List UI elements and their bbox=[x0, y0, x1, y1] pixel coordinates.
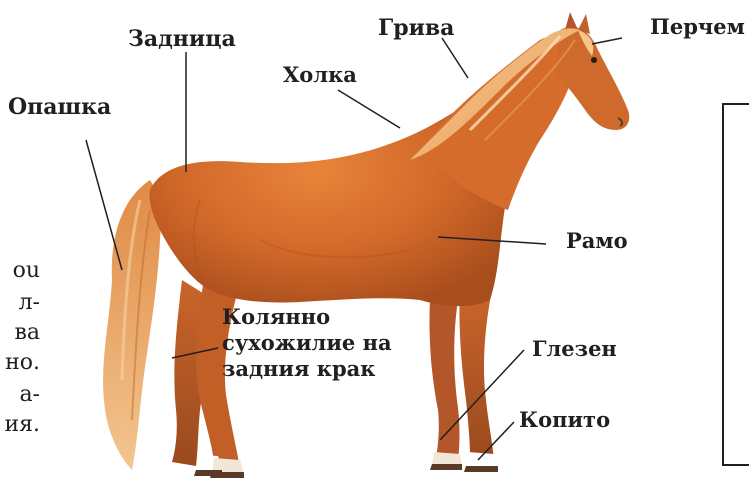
cut-text-line: л- bbox=[0, 292, 40, 314]
label-holka: Холка bbox=[283, 64, 357, 85]
label-opashka: Опашка bbox=[8, 96, 111, 118]
cut-text-line: но. bbox=[0, 352, 40, 374]
label-perchem: Перчем bbox=[650, 16, 745, 37]
label-zadnica: Задница bbox=[128, 28, 236, 50]
right-side-frame bbox=[722, 103, 749, 466]
cut-text-line: ия. bbox=[0, 414, 40, 436]
label-koliano: Колянно сухожилие на задния крак bbox=[222, 304, 412, 382]
front-leg-front bbox=[459, 290, 494, 460]
label-kopito: Копито bbox=[519, 409, 610, 430]
label-griva: Грива bbox=[378, 17, 454, 39]
cut-text-line: ou bbox=[0, 260, 40, 282]
cut-text-line: а- bbox=[0, 384, 40, 406]
cut-text-line: ва bbox=[0, 322, 40, 344]
horse-head bbox=[556, 27, 629, 130]
tail-shape bbox=[103, 180, 161, 470]
label-glezen: Глезен bbox=[532, 338, 617, 359]
label-ramo: Рамо bbox=[566, 230, 628, 251]
